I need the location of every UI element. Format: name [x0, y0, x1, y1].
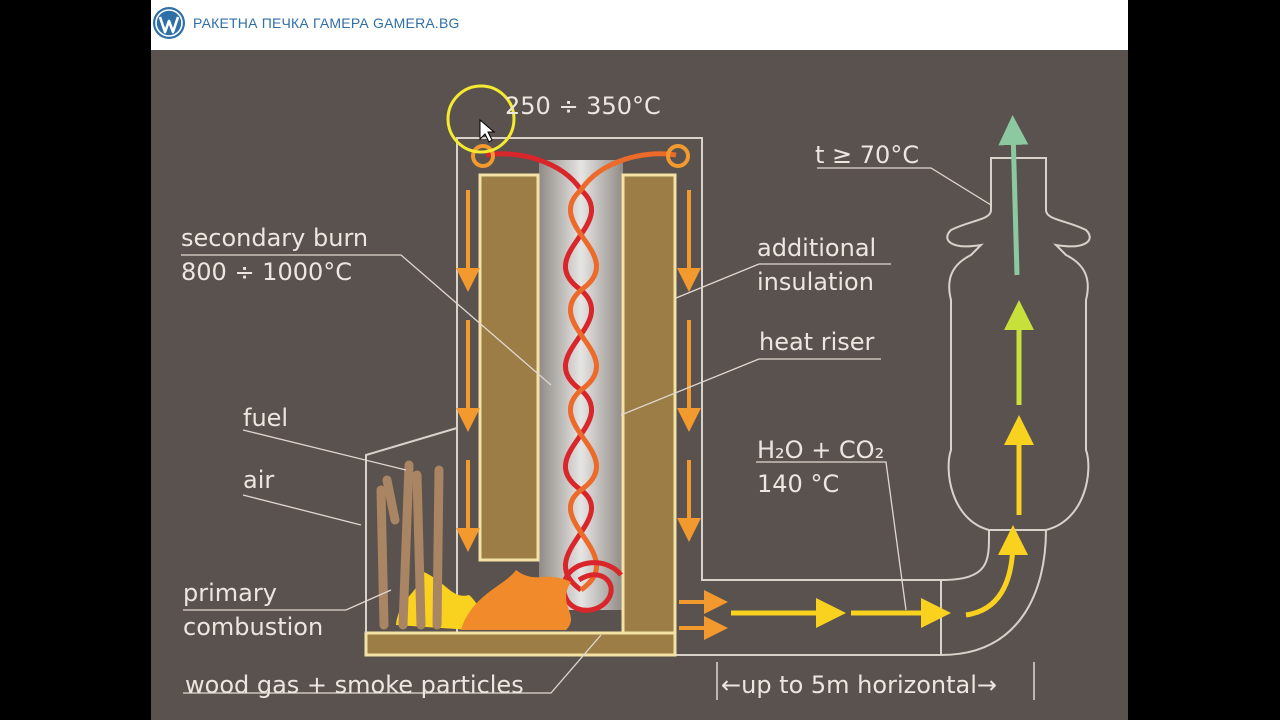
video-frame: РАКЕТНА ПЕЧКА ГАМЕРА GAMERA.BG [151, 0, 1128, 720]
flame-helix-right [567, 151, 677, 593]
label-primary: primary [183, 579, 277, 607]
label-horizontal: ←up to 5m horizontal→ [721, 671, 997, 699]
label-insulation: insulation [757, 268, 874, 296]
rocket-stove-diagram: 250 ÷ 350°C t ≥ 70°C secondary burn 800 … [181, 84, 1091, 700]
label-h2o-co2: H₂O + CO₂ [757, 436, 884, 464]
downflow-arrows [456, 190, 728, 640]
label-combustion: combustion [183, 613, 323, 641]
site-title[interactable]: РАКЕТНА ПЕЧКА ГАМЕРА GAMERA.BG [193, 15, 460, 31]
cursor-highlight-icon [446, 84, 516, 154]
label-exhaust-temp: t ≥ 70°C [815, 141, 919, 169]
label-secondary-burn-temp: 800 ÷ 1000°C [181, 258, 352, 286]
elbow-flow [965, 525, 1028, 618]
label-secondary-burn: secondary burn [181, 224, 368, 252]
dimension-bracket [716, 662, 1035, 700]
exhaust-body [946, 157, 1091, 531]
label-top-temp: 250 ÷ 350°C [505, 92, 661, 120]
label-heat-riser: heat riser [759, 328, 875, 356]
burn-tunnel-floor [364, 631, 677, 657]
curl-left-icon [471, 144, 495, 168]
label-wood-gas: wood gas + smoke particles [185, 671, 524, 699]
curl-right-icon [666, 144, 690, 168]
label-gas-temp: 140 °C [757, 470, 839, 498]
fuel-sticks-icon [376, 460, 444, 630]
elbow-pipe [940, 529, 1048, 656]
label-additional: additional [757, 234, 876, 262]
horizontal-duct [702, 579, 942, 656]
top-bar: РАКЕТНА ПЕЧКА ГАМЕРА GAMERA.BG [151, 0, 1128, 50]
feed-tube [365, 427, 458, 633]
label-fuel: fuel [243, 404, 288, 432]
heat-riser-core [539, 160, 623, 610]
left-insulation [478, 173, 540, 562]
flame-spiral-icon [561, 560, 623, 613]
vertical-flow-arrows [998, 115, 1034, 515]
primary-flame-orange [461, 570, 571, 630]
label-air: air [243, 466, 274, 494]
wordpress-icon[interactable] [152, 6, 186, 40]
leader-lines [181, 167, 992, 694]
